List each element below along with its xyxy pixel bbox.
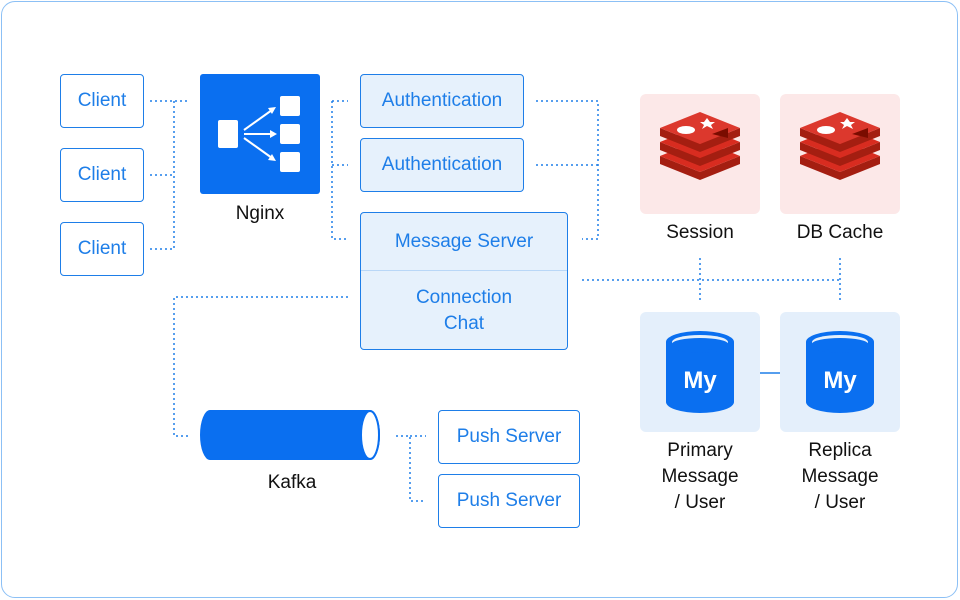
replica-line3: / User: [814, 492, 866, 513]
replica-line2: Message: [801, 466, 879, 487]
load-balancer-icon: [218, 96, 300, 172]
message-server-title: Message Server: [361, 213, 567, 271]
primary-mysql-tile: My: [640, 312, 760, 432]
push-server-box-2: Push Server: [438, 474, 580, 528]
primary-line1: Primary: [667, 440, 733, 461]
redis-icon: [800, 112, 880, 180]
dbcache-label: DB Cache: [796, 222, 884, 243]
redis-icon: [660, 112, 740, 180]
mysql-icon: My: [806, 331, 874, 413]
auth-label: Authentication: [381, 90, 503, 111]
mysql-icon: My: [666, 331, 734, 413]
chat-label: Chat: [443, 312, 485, 334]
client-label: Client: [77, 238, 127, 259]
client-label: Client: [77, 164, 127, 185]
client-box-1: Client: [60, 74, 144, 128]
connection-label: Connection: [415, 286, 513, 308]
nginx-label: Nginx: [235, 203, 285, 224]
message-server-box: Message Server Connection Chat: [360, 212, 568, 350]
nginx-node: [200, 74, 320, 194]
session-label: Session: [666, 222, 734, 243]
replica-db-label: Replica Message / User: [770, 438, 910, 516]
push-server-box-1: Push Server: [438, 410, 580, 464]
primary-line2: Message: [661, 466, 739, 487]
auth-box-2: Authentication: [360, 138, 524, 192]
kafka-label: Kafka: [267, 472, 317, 493]
client-box-2: Client: [60, 148, 144, 202]
push-server-label: Push Server: [456, 490, 562, 511]
message-server-body: Connection Chat: [361, 271, 567, 350]
client-box-3: Client: [60, 222, 144, 276]
replica-mysql-tile: My: [780, 312, 900, 432]
replica-line1: Replica: [808, 440, 872, 461]
auth-box-1: Authentication: [360, 74, 524, 128]
client-label: Client: [77, 90, 127, 111]
mysql-icon-text: My: [823, 367, 857, 394]
dbcache-redis-tile: [780, 94, 900, 214]
session-redis-tile: [640, 94, 760, 214]
primary-line3: / User: [674, 492, 726, 513]
mysql-icon-text: My: [683, 367, 717, 394]
push-server-label: Push Server: [456, 426, 562, 447]
auth-label: Authentication: [381, 154, 503, 175]
primary-db-label: Primary Message / User: [630, 438, 770, 516]
kafka-cylinder-icon: [200, 410, 380, 460]
